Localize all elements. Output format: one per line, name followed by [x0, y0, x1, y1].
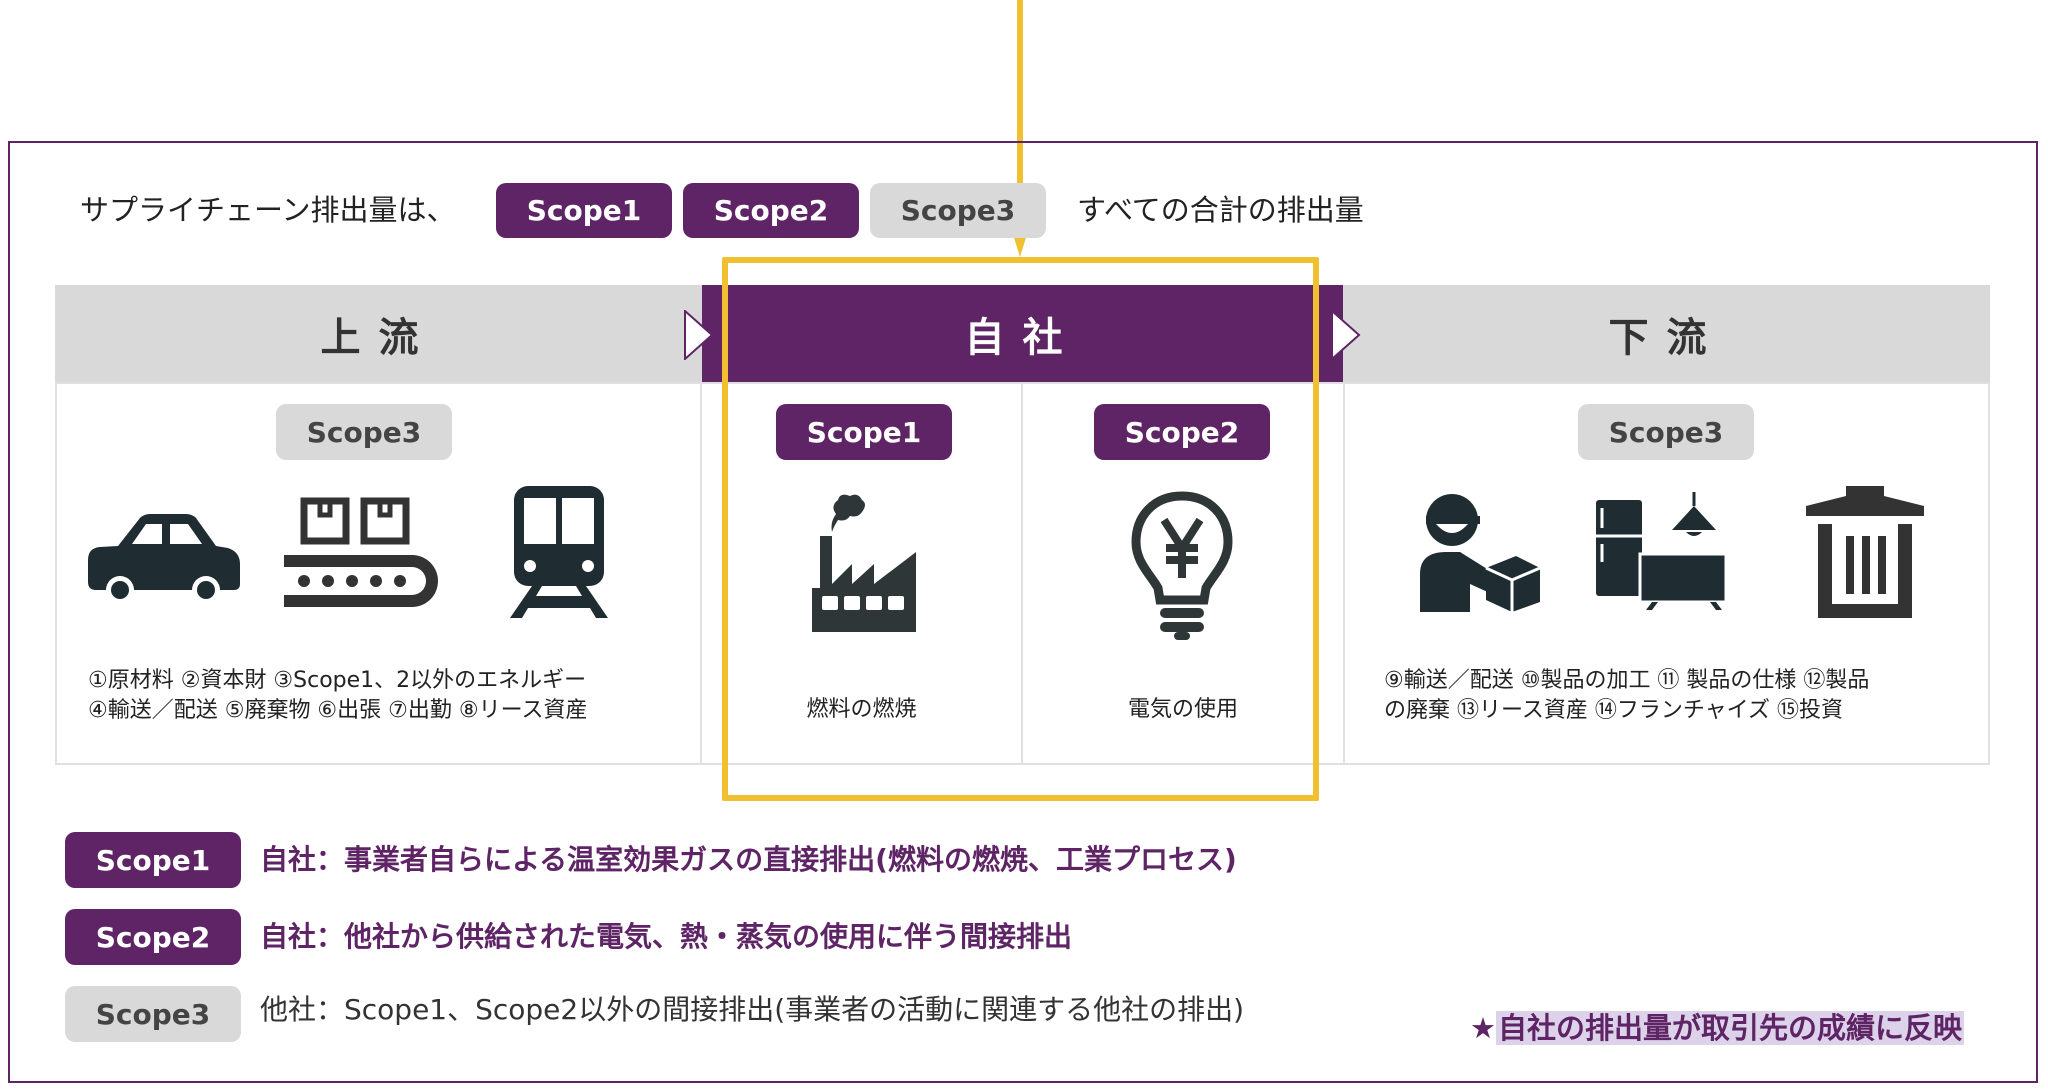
header-downstream: 下流: [1343, 285, 1990, 382]
diagram-frame: [8, 141, 2038, 1083]
pill-label: Scope2: [1124, 415, 1240, 449]
pill-label: Scope1: [95, 843, 211, 877]
legend-scope3-text: 他社：Scope1、Scope2以外の間接排出(事業者の活動に関連する他社の排出…: [260, 993, 1245, 1026]
header-upstream-label: 上流: [320, 314, 437, 361]
header-own-company: 自社: [702, 285, 1343, 382]
upstream-description: ①原材料 ②資本財 ③Scope1、2以外のエネルギー ④輸送／配送 ⑤廃棄物 …: [88, 666, 688, 726]
downstream-description: ⑨輸送／配送 ⑩製品の加工 ⑪ 製品の仕様 ⑫製品 の廃棄 ⑬リース資産 ⑭フラ…: [1384, 666, 1984, 726]
description-line: ④輸送／配送 ⑤廃棄物 ⑥出張 ⑦出勤 ⑧リース資産: [88, 698, 588, 723]
intro-tail-text: すべての合計の排出量: [1077, 193, 1364, 227]
intro-lead-text: サプライチェーン排出量は、: [80, 193, 456, 227]
own-scope2-description: 電気の使用: [1127, 697, 1238, 722]
pill-label: Scope1: [526, 194, 642, 227]
highlight-arrow: [1013, 0, 1027, 260]
intro-scope1-pill: Scope1: [496, 183, 672, 238]
description-line: ①原材料 ②資本財 ③Scope1、2以外のエネルギー: [88, 668, 587, 693]
car-icon: [88, 512, 240, 608]
appliances-icon: [1596, 492, 1728, 614]
intro-scope3-pill: Scope3: [870, 183, 1046, 238]
delivery-person-icon: [1420, 490, 1541, 616]
flow-arrow-icon: [684, 308, 714, 364]
legend-scope2-text: 自社：他社から供給された電気、熱・蒸気の使用に伴う間接排出: [260, 920, 1073, 953]
note-text: 自社の排出量が取引先の成績に反映: [1496, 1011, 1965, 1045]
pill-label: Scope2: [713, 194, 829, 227]
own-company-highlight-box: [722, 257, 1319, 801]
legend-scope3-pill: Scope3: [65, 986, 241, 1042]
trash-can-icon: [1806, 486, 1924, 622]
legend-scope1-pill: Scope1: [65, 832, 241, 888]
upstream-scope3-pill: Scope3: [276, 404, 452, 460]
conveyor-belt-icon: [282, 497, 448, 611]
pill-label: Scope2: [95, 920, 211, 954]
pill-label: Scope3: [95, 997, 211, 1031]
header-upstream: 上流: [55, 285, 702, 382]
arrow-down-icon: [1017, 0, 1023, 220]
lightbulb-yen-icon: [1130, 490, 1234, 646]
own-scope1-pill: Scope1: [776, 404, 952, 460]
train-icon: [510, 486, 608, 622]
note: ★自社の排出量が取引先の成績に反映: [1470, 1006, 1965, 1050]
legend-scope2-pill: Scope2: [65, 909, 241, 965]
flow-arrow-icon: [1331, 308, 1361, 364]
pill-label: Scope3: [1608, 415, 1724, 449]
header-own-company-label: 自社: [964, 314, 1081, 361]
star-icon: ★: [1470, 1011, 1496, 1045]
intro-scope2-pill: Scope2: [683, 183, 859, 238]
description-line: ⑨輸送／配送 ⑩製品の加工 ⑪ 製品の仕様 ⑫製品: [1384, 668, 1870, 693]
pill-label: Scope3: [306, 415, 422, 449]
pill-label: Scope1: [806, 415, 922, 449]
legend-scope1-text: 自社：事業者自らによる温室効果ガスの直接排出(燃料の燃焼、工業プロセス): [260, 843, 1237, 876]
description-line: の廃棄 ⑬リース資産 ⑭フランチャイズ ⑮投資: [1384, 698, 1844, 723]
factory-icon: [812, 492, 916, 636]
downstream-scope3-pill: Scope3: [1578, 404, 1754, 460]
pill-label: Scope3: [900, 194, 1016, 227]
header-downstream-label: 下流: [1608, 314, 1725, 361]
own-scope2-pill: Scope2: [1094, 404, 1270, 460]
own-scope1-description: 燃料の燃焼: [806, 697, 917, 722]
